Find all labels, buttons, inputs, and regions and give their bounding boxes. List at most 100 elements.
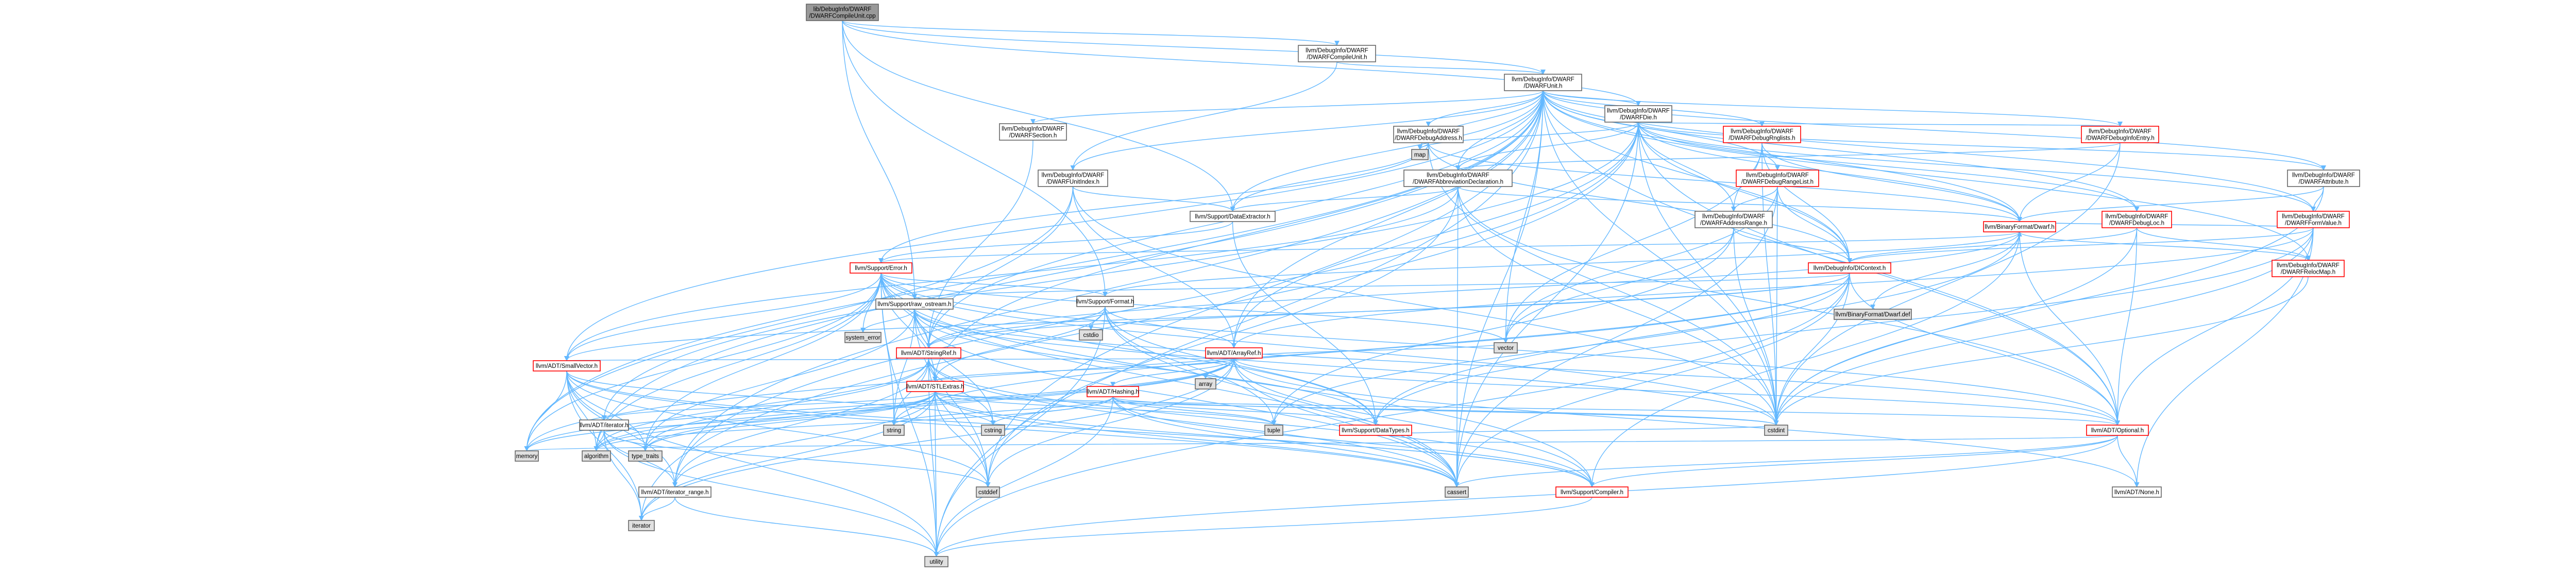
node-iteratorrange[interactable]: llvm/ADT/iterator_range.h	[638, 486, 711, 498]
edge-rawostream-cstring	[914, 309, 996, 426]
node-cuh[interactable]: llvm/DebugInfo/DWARF/DWARFCompileUnit.h	[1298, 45, 1376, 62]
node-debugranges[interactable]: llvm/DebugInfo/DWARF/DWARFDebugRnglists.…	[1723, 126, 1801, 143]
edge-abbrev-cstddef	[985, 186, 1459, 487]
node-attribute[interactable]: llvm/DebugInfo/DWARF/DWARFAttribute.h	[2287, 170, 2360, 187]
node-cstring: cstring	[981, 425, 1005, 436]
edge-hashing-string	[891, 396, 1113, 426]
node-box-map	[1411, 149, 1429, 160]
edge-format-tuple	[1105, 306, 1277, 426]
node-addrrange[interactable]: llvm/DebugInfo/DWARF/DWARFAddressRange.h	[1694, 211, 1773, 228]
edge-dicontext-memory	[524, 273, 1850, 451]
edge-debuginfoentry-abbrev	[1455, 142, 2121, 171]
node-dicontext[interactable]: llvm/DebugInfo/DIContext.h	[1808, 262, 1891, 274]
edge-dicontext-optional	[1849, 273, 2120, 426]
edge-relocmap-cstdint	[1773, 276, 2309, 426]
edge-formvalue-optional	[2115, 227, 2314, 426]
edge-iterator-typetraits	[603, 430, 648, 451]
node-die[interactable]: llvm/DebugInfo/DWARF/DWARFDie.h	[1604, 105, 1672, 123]
edge-arrayref-smallvector	[566, 355, 1234, 361]
edge-stlextras-memory	[524, 391, 936, 451]
edge-die-addrrange	[1638, 122, 1736, 212]
edge-abbrev-dataext	[1230, 186, 1459, 212]
edge-unit-optional	[1543, 90, 2120, 426]
node-label: cstdint	[1768, 428, 1785, 434]
node-iterator[interactable]: llvm/ADT/iterator.h	[579, 419, 629, 431]
node-box-format	[1076, 296, 1134, 307]
node-debugaddr[interactable]: llvm/DebugInfo/DWARF/DWARFDebugAddress.h	[1393, 126, 1464, 143]
node-compiler[interactable]: llvm/Support/Compiler.h	[1555, 486, 1629, 498]
edge-optional-memory	[525, 435, 2118, 451]
edge-unit-debuginfoentry	[1543, 90, 2123, 127]
node-none[interactable]: llvm/ADT/None.h	[2112, 486, 2162, 498]
edge-stlextras-tuple	[935, 391, 1277, 426]
node-label: llvm/DebugInfo/DWARF	[1746, 173, 1809, 179]
edge-smallvector-algorithm	[566, 370, 599, 451]
node-tuple: tuple	[1264, 425, 1283, 436]
node-label: lib/DebugInfo/DWARF	[814, 7, 872, 13]
node-section[interactable]: llvm/DebugInfo/DWARF/DWARFSection.h	[999, 123, 1067, 141]
node-root[interactable]: lib/DebugInfo/DWARF/DWARFCompileUnit.cpp	[806, 4, 879, 21]
node-rnglist[interactable]: llvm/DebugInfo/DWARF/DWARFDebugRangeList…	[1736, 170, 1819, 187]
node-box-algorithm	[582, 450, 611, 462]
node-stringref[interactable]: llvm/ADT/StringRef.h	[896, 347, 961, 359]
node-vector: vector	[1494, 342, 1518, 353]
node-rawostream[interactable]: llvm/Support/raw_ostream.h	[875, 298, 954, 310]
node-string: string	[883, 425, 905, 436]
edge-addrrange-cstdint	[1733, 227, 1779, 426]
edge-debugaddr-dwarfh	[1428, 142, 2022, 222]
edge-error-compiler	[880, 273, 1595, 487]
edge-die-optional	[1638, 122, 2120, 426]
node-label: utility	[929, 559, 943, 565]
node-label: vector	[1498, 345, 1514, 351]
node-label: memory	[516, 453, 538, 460]
edge-rawostream-string	[891, 309, 915, 426]
edge-dicontext-rawostream	[912, 273, 1850, 299]
node-relocmap[interactable]: llvm/DebugInfo/DWARF/DWARFRelocMap.h	[2272, 260, 2345, 277]
node-hashing[interactable]: llvm/ADT/Hashing.h	[1087, 386, 1139, 397]
node-array: array	[1195, 378, 1216, 390]
node-box-iteratorstd	[628, 520, 655, 531]
edge-dicontext-cassert	[1454, 273, 1850, 487]
node-optional[interactable]: llvm/ADT/Optional.h	[2086, 425, 2149, 436]
node-box-stringref	[896, 347, 961, 359]
node-stlextras[interactable]: llvm/ADT/STLExtras.h	[906, 381, 964, 392]
node-cstdint: cstdint	[1764, 425, 1788, 436]
node-formvalue[interactable]: llvm/DebugInfo/DWARF/DWARFFormValue.h	[2277, 211, 2350, 228]
edge-stlextras-iterator	[601, 391, 936, 420]
edge-arrayref-cassert	[1233, 358, 1460, 487]
node-label: llvm/DebugInfo/DWARF	[2277, 263, 2340, 269]
node-dataext[interactable]: llvm/Support/DataExtractor.h	[1190, 211, 1276, 222]
node-box-attribute	[2287, 170, 2360, 187]
node-datatypes[interactable]: llvm/Support/DataTypes.h	[1339, 425, 1412, 436]
node-format[interactable]: llvm/Support/Format.h	[1076, 296, 1134, 307]
node-debuginfoentry[interactable]: llvm/DebugInfo/DWARF/DWARFDebugInfoEntry…	[2081, 126, 2159, 143]
edge-format-cassert	[1105, 306, 1460, 487]
node-dwarfh[interactable]: llvm/BinaryFormat/Dwarf.h	[1983, 221, 2056, 232]
node-smallvector[interactable]: llvm/ADT/SmallVector.h	[533, 360, 601, 372]
node-abbrev[interactable]: llvm/DebugInfo/DWARF/DWARFAbbreviationDe…	[1403, 170, 1513, 187]
node-box-addrrange	[1694, 211, 1773, 228]
edge-hashing-cstring	[990, 396, 1113, 426]
edge-die-formvalue	[1638, 122, 2316, 212]
edge-rnglist-cassert	[1454, 186, 1778, 487]
node-label: llvm/DebugInfo/DWARF	[1427, 173, 1489, 179]
node-arrayref[interactable]: llvm/ADT/ArrayRef.h	[1205, 347, 1263, 359]
edge-error-stringref	[880, 273, 931, 348]
edge-smallvector-memory	[524, 370, 567, 451]
edge-unit-debugaddr	[1426, 90, 1544, 127]
node-box-cstring	[981, 425, 1005, 436]
node-error[interactable]: llvm/Support/Error.h	[850, 262, 912, 274]
edge-arrayref-cstddef	[985, 358, 1234, 487]
node-debugloc[interactable]: llvm/DebugInfo/DWARF/DWARFDebugLoc.h	[2102, 211, 2172, 228]
node-unitindex[interactable]: llvm/DebugInfo/DWARF/DWARFUnitIndex.h	[1038, 170, 1108, 187]
node-box-debugranges	[1723, 126, 1801, 143]
node-typetraits: type_traits	[628, 450, 663, 462]
node-label: /DWARFDebugRnglists.h	[1728, 136, 1795, 142]
node-label: llvm/DebugInfo/DWARF	[1002, 126, 1064, 132]
node-unit[interactable]: llvm/DebugInfo/DWARF/DWARFUnit.h	[1504, 74, 1582, 91]
edge-iterator-iteratorstd	[603, 430, 644, 521]
edge-abbrev-dwarfh	[1458, 186, 2022, 222]
edge-debugloc-optional	[2115, 227, 2138, 426]
edge-addrrange-vector	[1503, 227, 1734, 343]
